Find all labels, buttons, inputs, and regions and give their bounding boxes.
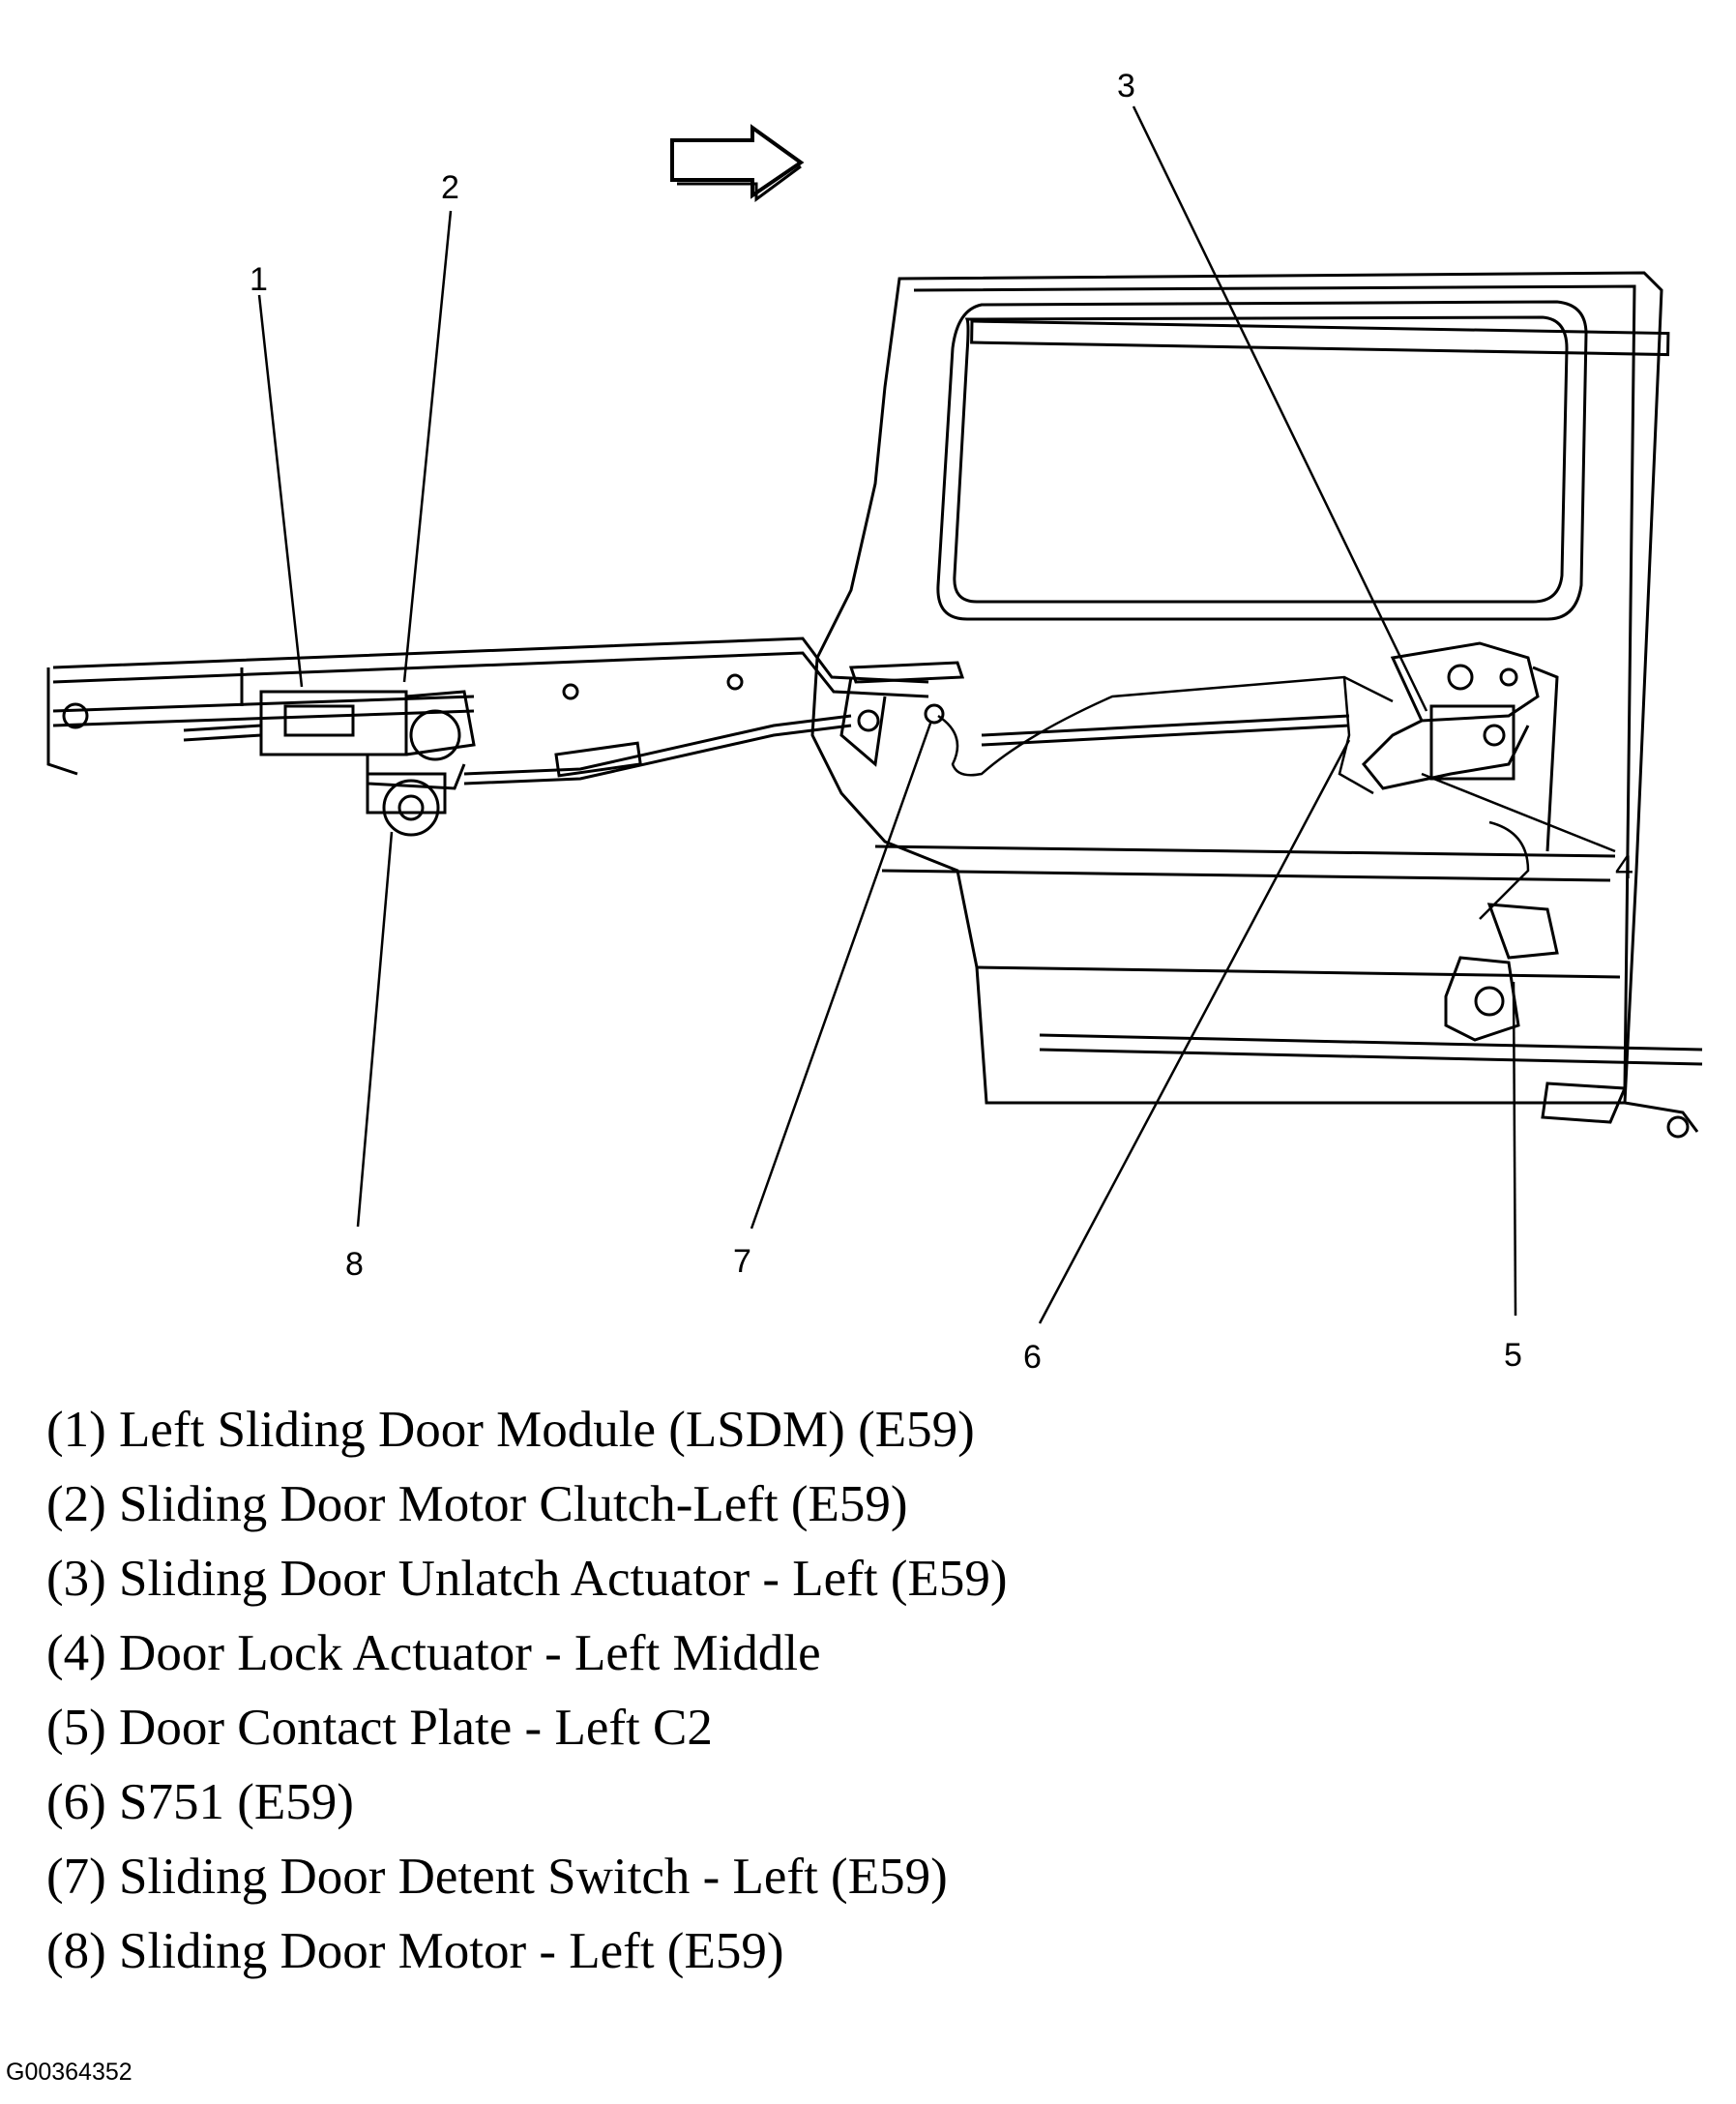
legend-item-7: (7) Sliding Door Detent Switch - Left (E… xyxy=(46,1849,948,1905)
legend-item-4: (4) Door Lock Actuator - Left Middle xyxy=(46,1625,821,1681)
callout-7: 7 xyxy=(733,1243,751,1280)
upper-track xyxy=(46,637,929,776)
legend-item-8: (8) Sliding Door Motor - Left (E59) xyxy=(46,1923,784,1979)
door-module-assembly xyxy=(183,690,852,837)
callout-8: 8 xyxy=(345,1246,364,1283)
lower-track-assembly xyxy=(1444,903,1699,1139)
sliding-door xyxy=(810,271,1703,1105)
callout-6: 6 xyxy=(1023,1339,1042,1376)
callout-5: 5 xyxy=(1504,1337,1522,1374)
legend-item-6: (6) S751 (E59) xyxy=(46,1774,354,1830)
callout-3: 3 xyxy=(1117,68,1135,104)
callout-4: 4 xyxy=(1615,849,1633,886)
legend-item-2: (2) Sliding Door Motor Clutch-Left (E59) xyxy=(46,1476,908,1532)
legend-item-3: (3) Sliding Door Unlatch Actuator - Left… xyxy=(46,1551,1008,1607)
leader-lines xyxy=(257,105,1616,1324)
latch-assembly xyxy=(1361,641,1559,852)
legend-item-5: (5) Door Contact Plate - Left C2 xyxy=(46,1700,713,1756)
figure-id: G00364352 xyxy=(6,2059,132,2086)
door-hinge-bracket xyxy=(839,661,965,767)
direction-arrow-icon xyxy=(670,124,805,199)
callout-1: 1 xyxy=(250,261,268,298)
wiring-harness xyxy=(937,675,1530,920)
component-legend: (1) Left Sliding Door Module (LSDM) (E59… xyxy=(46,1393,1691,1989)
callout-2: 2 xyxy=(441,169,459,206)
door-diagram: 1 2 3 4 5 6 7 8 xyxy=(46,68,1703,1376)
legend-item-1: (1) Left Sliding Door Module (LSDM) (E59… xyxy=(46,1402,975,1458)
